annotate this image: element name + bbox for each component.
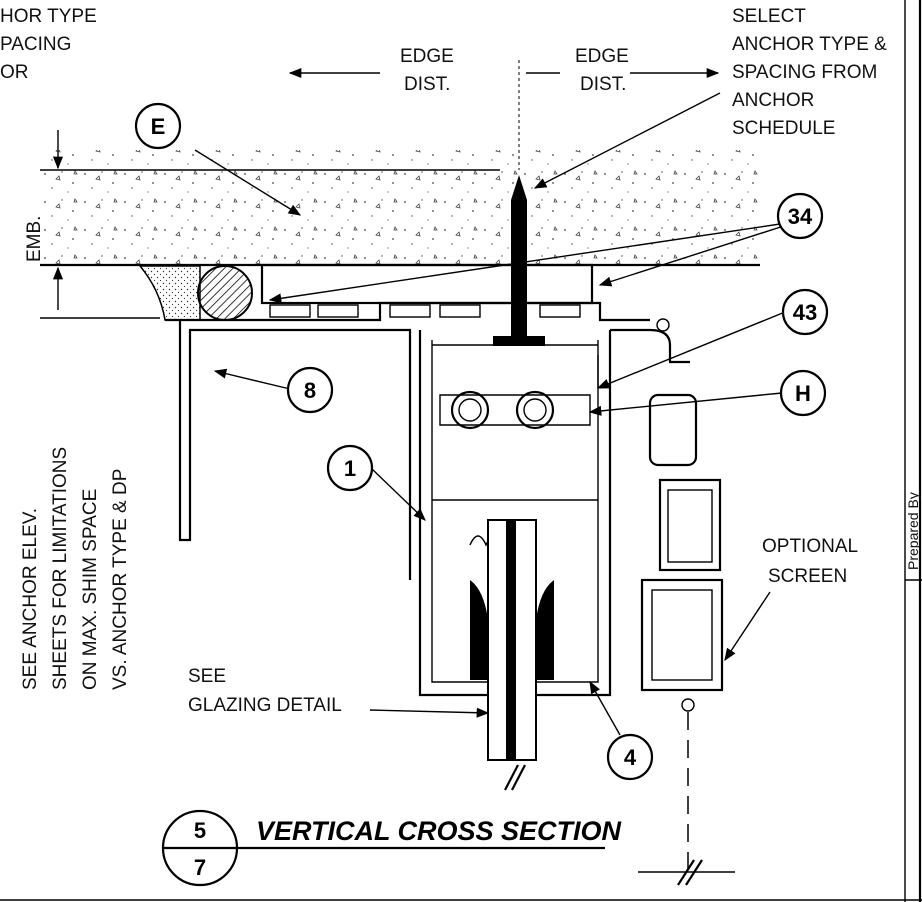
edge-dist-right-label: EDGE DIST. xyxy=(575,46,629,95)
glazing-unit xyxy=(470,519,554,791)
svg-text:SPACING FROM: SPACING FROM xyxy=(732,62,877,83)
svg-text:1: 1 xyxy=(344,456,356,481)
svg-text:SEE ANCHOR ELEV.: SEE ANCHOR ELEV. xyxy=(20,508,41,690)
prepared-by-partial: Prepared By xyxy=(905,492,921,570)
callout-4: 4 xyxy=(606,733,654,781)
leader-lines xyxy=(194,92,791,736)
callout-34: 34 xyxy=(776,192,824,240)
svg-text:ANCHOR: ANCHOR xyxy=(732,90,814,111)
emb-label: EMB. xyxy=(24,216,45,262)
top-left-partial-note: HOR TYPE PACING OR xyxy=(0,6,97,83)
anchor-limitations-note: SEE ANCHOR ELEV. SHEETS FOR LIMITATIONS … xyxy=(20,447,131,690)
anchor-head xyxy=(493,336,545,346)
callout-H: H xyxy=(779,369,827,417)
svg-text:43: 43 xyxy=(793,300,817,325)
svg-text:EDGE: EDGE xyxy=(575,46,629,67)
callout-E: E xyxy=(134,102,182,150)
svg-text:8: 8 xyxy=(304,378,316,403)
svg-text:EDGE: EDGE xyxy=(400,46,454,67)
svg-text:VS. ANCHOR TYPE & DP: VS. ANCHOR TYPE & DP xyxy=(110,469,131,690)
svg-text:SELECT: SELECT xyxy=(732,6,806,27)
frame-leg xyxy=(178,320,412,580)
svg-text:SHEETS FOR LIMITATIONS: SHEETS FOR LIMITATIONS xyxy=(50,447,71,690)
svg-text:SEE: SEE xyxy=(188,666,226,687)
sealant-fillet xyxy=(138,265,201,321)
shim xyxy=(260,263,594,305)
section-number: 5 xyxy=(194,818,206,843)
svg-text:OPTIONAL: OPTIONAL xyxy=(762,536,858,557)
svg-text:OR: OR xyxy=(0,62,29,83)
svg-text:34: 34 xyxy=(788,204,813,229)
edge-dist-left-label: EDGE DIST. xyxy=(400,46,454,95)
svg-text:E: E xyxy=(151,114,166,139)
glazing-detail-note: SEE GLAZING DETAIL xyxy=(188,666,342,716)
select-anchor-note: SELECT ANCHOR TYPE & SPACING FROM ANCHOR… xyxy=(732,6,887,139)
callout-1: 1 xyxy=(326,444,374,492)
head-frame-top xyxy=(165,301,650,322)
svg-text:SCREEN: SCREEN xyxy=(768,566,847,587)
callout-8: 8 xyxy=(286,366,334,414)
svg-text:HOR TYPE: HOR TYPE xyxy=(0,6,97,27)
interior-trim xyxy=(610,328,690,364)
svg-text:GLAZING DETAIL: GLAZING DETAIL xyxy=(188,695,342,716)
svg-text:ON MAX. SHIM SPACE: ON MAX. SHIM SPACE xyxy=(80,489,101,690)
embedment-dimension xyxy=(40,130,500,319)
concrete-substrate xyxy=(40,150,760,265)
svg-text:H: H xyxy=(795,381,811,406)
frame-screws xyxy=(450,390,555,430)
section-marker: 5 7 VERTICAL CROSS SECTION xyxy=(161,809,622,887)
callout-43: 43 xyxy=(781,288,829,336)
anchor-fastener xyxy=(511,175,527,340)
optional-screen-label: OPTIONAL SCREEN xyxy=(762,536,858,587)
screw-chase xyxy=(439,394,591,426)
svg-text:4: 4 xyxy=(624,745,637,770)
svg-text:DIST.: DIST. xyxy=(580,74,626,95)
thermal-strut-slots xyxy=(269,304,581,318)
svg-text:PACING: PACING xyxy=(0,34,71,55)
svg-text:SCHEDULE: SCHEDULE xyxy=(732,118,835,139)
backer-rod xyxy=(197,265,253,321)
trim-screw xyxy=(656,318,670,332)
optional-screen xyxy=(638,393,735,886)
svg-text:DIST.: DIST. xyxy=(404,74,450,95)
svg-text:ANCHOR TYPE &: ANCHOR TYPE & xyxy=(732,34,887,55)
section-sheet: 7 xyxy=(194,855,206,880)
section-title: VERTICAL CROSS SECTION xyxy=(256,816,622,846)
